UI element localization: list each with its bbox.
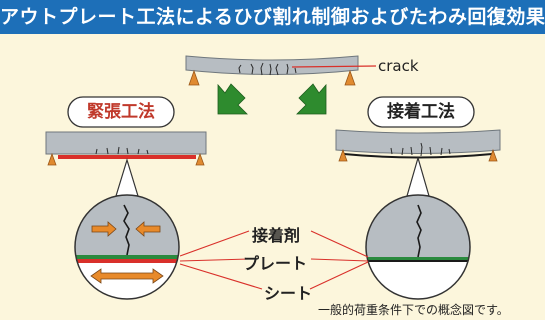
right-beam bbox=[335, 129, 501, 159]
crack-label: crack bbox=[378, 57, 419, 75]
left-magnifier bbox=[74, 194, 180, 300]
sheet-label: シート bbox=[264, 284, 313, 303]
right-magnifier-pointer bbox=[406, 155, 430, 197]
footnote: 一般的荷重条件下での概念図です。 bbox=[318, 303, 509, 317]
title-bar: アウトプレート工法によるひび割れ制御およびたわみ回復効果 bbox=[0, 0, 545, 34]
material-leader-lines bbox=[179, 230, 369, 290]
method-left-bubble bbox=[67, 96, 175, 128]
adhesive-label: 接着剤 bbox=[252, 226, 301, 245]
top-beam-supports bbox=[188, 69, 356, 86]
right-beam-supports bbox=[338, 148, 498, 162]
diagram-art bbox=[45, 55, 501, 300]
page-title: アウトプレート工法によるひび割れ制御およびたわみ回復効果 bbox=[0, 6, 545, 28]
down-arrow-right-icon bbox=[296, 83, 327, 115]
method-right-bubble bbox=[367, 96, 475, 128]
method-right-label: 接着工法 bbox=[387, 102, 455, 122]
compression-arrow-icon bbox=[91, 221, 161, 237]
plate-label: プレート bbox=[243, 254, 308, 273]
left-beam bbox=[45, 131, 207, 159]
left-magnifier-pointer bbox=[115, 157, 139, 197]
crack-detail-right bbox=[416, 204, 422, 258]
top-beam bbox=[185, 55, 359, 76]
left-beam-supports bbox=[47, 152, 205, 166]
crack-detail-left bbox=[123, 204, 130, 256]
crack-pointer-line bbox=[291, 65, 377, 68]
down-arrow-left-icon bbox=[217, 83, 248, 115]
method-left-label: 緊張工法 bbox=[87, 102, 155, 122]
right-magnifier bbox=[365, 194, 471, 300]
tension-arrow-icon bbox=[90, 268, 164, 284]
